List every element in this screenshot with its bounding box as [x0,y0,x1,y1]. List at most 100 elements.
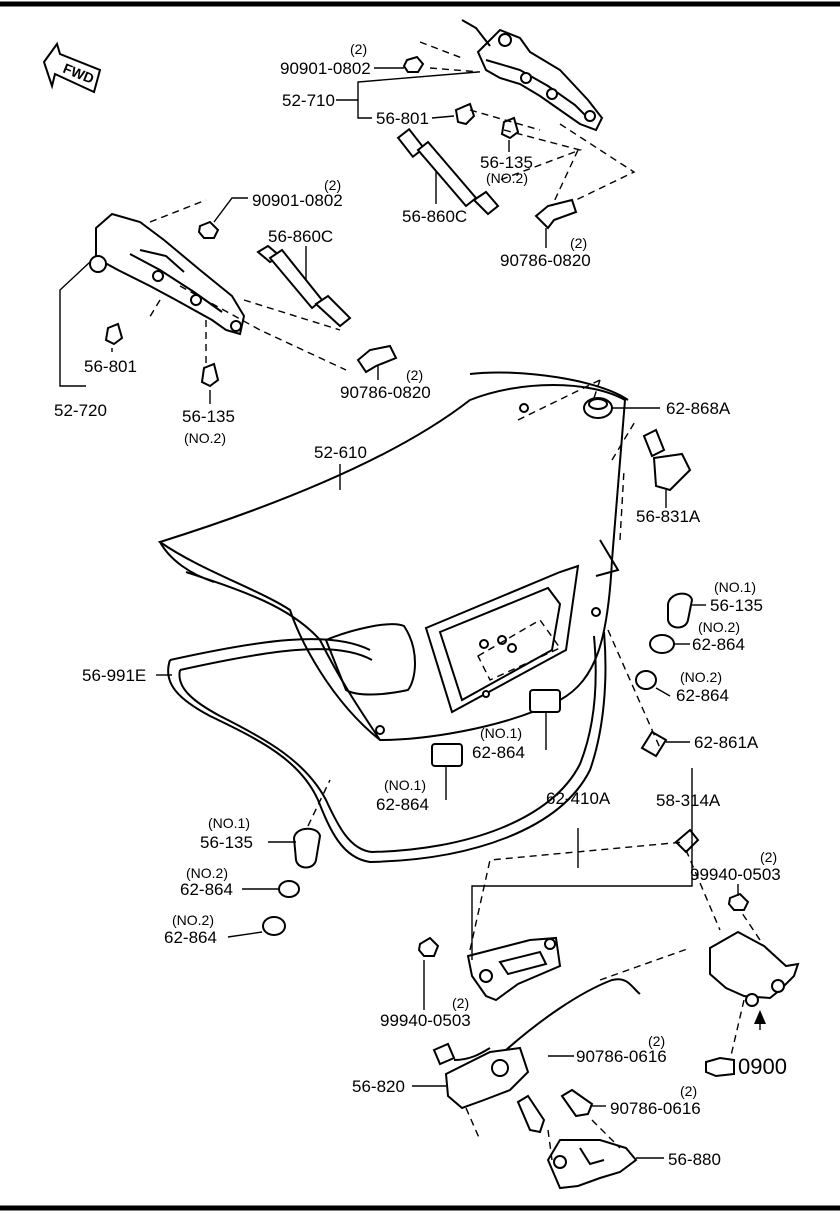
trunk-lid [157,371,629,742]
callout-part-number: 62-861A [694,733,759,752]
bolt-icon [500,116,520,140]
callout-part-number: 62-864 [692,635,745,654]
plug-icon [278,880,300,898]
callout-part-number: 90786-0820 [500,251,591,270]
callout-part-number: 62-864 [472,743,525,762]
callout-part-number: 56-135 [182,407,235,426]
callout-note: (NO.1) [208,815,250,831]
callout-note: (NO.2) [680,669,722,685]
gas-strut-icon [256,244,352,328]
plug-icon [529,689,561,713]
callout-qty: (2) [648,1033,665,1049]
callout-part-number: 52-710 [282,91,335,110]
actuator-icon [709,930,800,1007]
callout-qty: (2) [350,41,367,57]
callout-part-number: 52-720 [54,401,107,420]
callout-part-number: 62-864 [376,795,429,814]
callout-note: (NO.2) [184,430,226,446]
leader-line [213,197,248,223]
bolt-icon [454,102,476,126]
nut-icon [727,892,750,911]
bolt-icon [200,362,220,388]
callout-part-number: 62-410A [546,789,611,808]
callout-part-number: 52-610 [314,443,367,462]
callout-part-number: 0900 [738,1054,787,1079]
striker-icon [546,1139,638,1190]
callout-part-number: 56-135 [200,833,253,852]
plug-icon [649,634,675,654]
fwd-arrow-icon: FWD [42,41,102,94]
callout-part-number: 56-991E [82,666,146,685]
plug-icon [262,916,286,936]
callout-qty: (2) [680,1083,697,1099]
callout-part-number: 62-864 [676,686,729,705]
callout-note: (NO.1) [384,777,426,793]
leader-line [227,931,263,938]
callout-qty: (2) [324,177,341,193]
lock-cylinder-icon [642,428,692,492]
plug-icon [292,827,322,869]
guide-line [419,41,636,207]
leader-line [471,768,693,960]
callout-part-number: 56-820 [352,1077,405,1096]
callout-part-number: 56-880 [668,1150,721,1169]
opener-bracket-icon [466,936,562,1002]
nut-icon [197,220,220,239]
callout-note: (NO.1) [714,579,756,595]
callout-part-number: 99940-0503 [380,1011,471,1030]
release-cable [505,978,641,1051]
bolt-icon [516,1094,546,1134]
callout-part-number: 90786-0616 [610,1099,701,1118]
bolt-icon [560,1088,594,1118]
bolt-icon [104,322,124,346]
guide-line [607,419,661,749]
leader-line [431,115,455,119]
right-hinge-assembly [461,19,604,132]
callout-part-number: 90786-0616 [576,1047,667,1066]
callout-part-number: 90786-0820 [340,383,431,402]
leader-line [336,71,479,119]
plug-icon [635,670,657,690]
callout-part-number: 56-801 [84,357,137,376]
callout-part-number: 56-135 [480,153,533,172]
callout-note: (NO.2) [698,619,740,635]
latch-icon [432,1042,530,1110]
guide-line [147,199,347,371]
callout-part-number: 62-864 [164,928,217,947]
callout-part-number: 56-801 [376,109,429,128]
callout-note: (NO.2) [186,865,228,881]
connector-icon [674,828,700,854]
callout-part-number: 56-135 [710,596,763,615]
gas-strut-icon [396,127,500,216]
callout-note: (NO.2) [486,170,528,186]
cap-icon [640,730,668,758]
plug-icon [667,592,694,629]
callout-note: (NO.2) [172,912,214,928]
arrow-up-icon [754,1010,766,1024]
guide-line [307,779,331,827]
callout-qty: (2) [570,235,587,251]
left-hinge-assembly [89,212,246,336]
bolt-icon [534,198,578,230]
bolt-icon [356,344,398,374]
nut-icon [402,55,425,73]
callout-qty: (2) [760,849,777,865]
callout-note: (NO.1) [480,725,522,741]
callout-qty: (2) [406,367,423,383]
grommet-icon [583,397,613,419]
plug-icon [431,743,463,767]
nut-icon [417,936,440,957]
callout-part-number: 56-860C [268,227,333,246]
callout-part-number: 99940-0503 [690,865,781,884]
callout-qty: (2) [452,995,469,1011]
weatherstrip-seal [167,631,607,864]
hand-pointer-icon [705,1056,735,1078]
leader-line [59,261,113,387]
callout-part-number: 56-860C [402,207,467,226]
callout-part-number: 58-314A [656,791,721,810]
callout-part-number: 56-831A [636,507,701,526]
callout-part-number: 90901-0802 [280,59,371,78]
guide-line [465,841,761,1161]
callout-part-number: 90901-0802 [252,191,343,210]
